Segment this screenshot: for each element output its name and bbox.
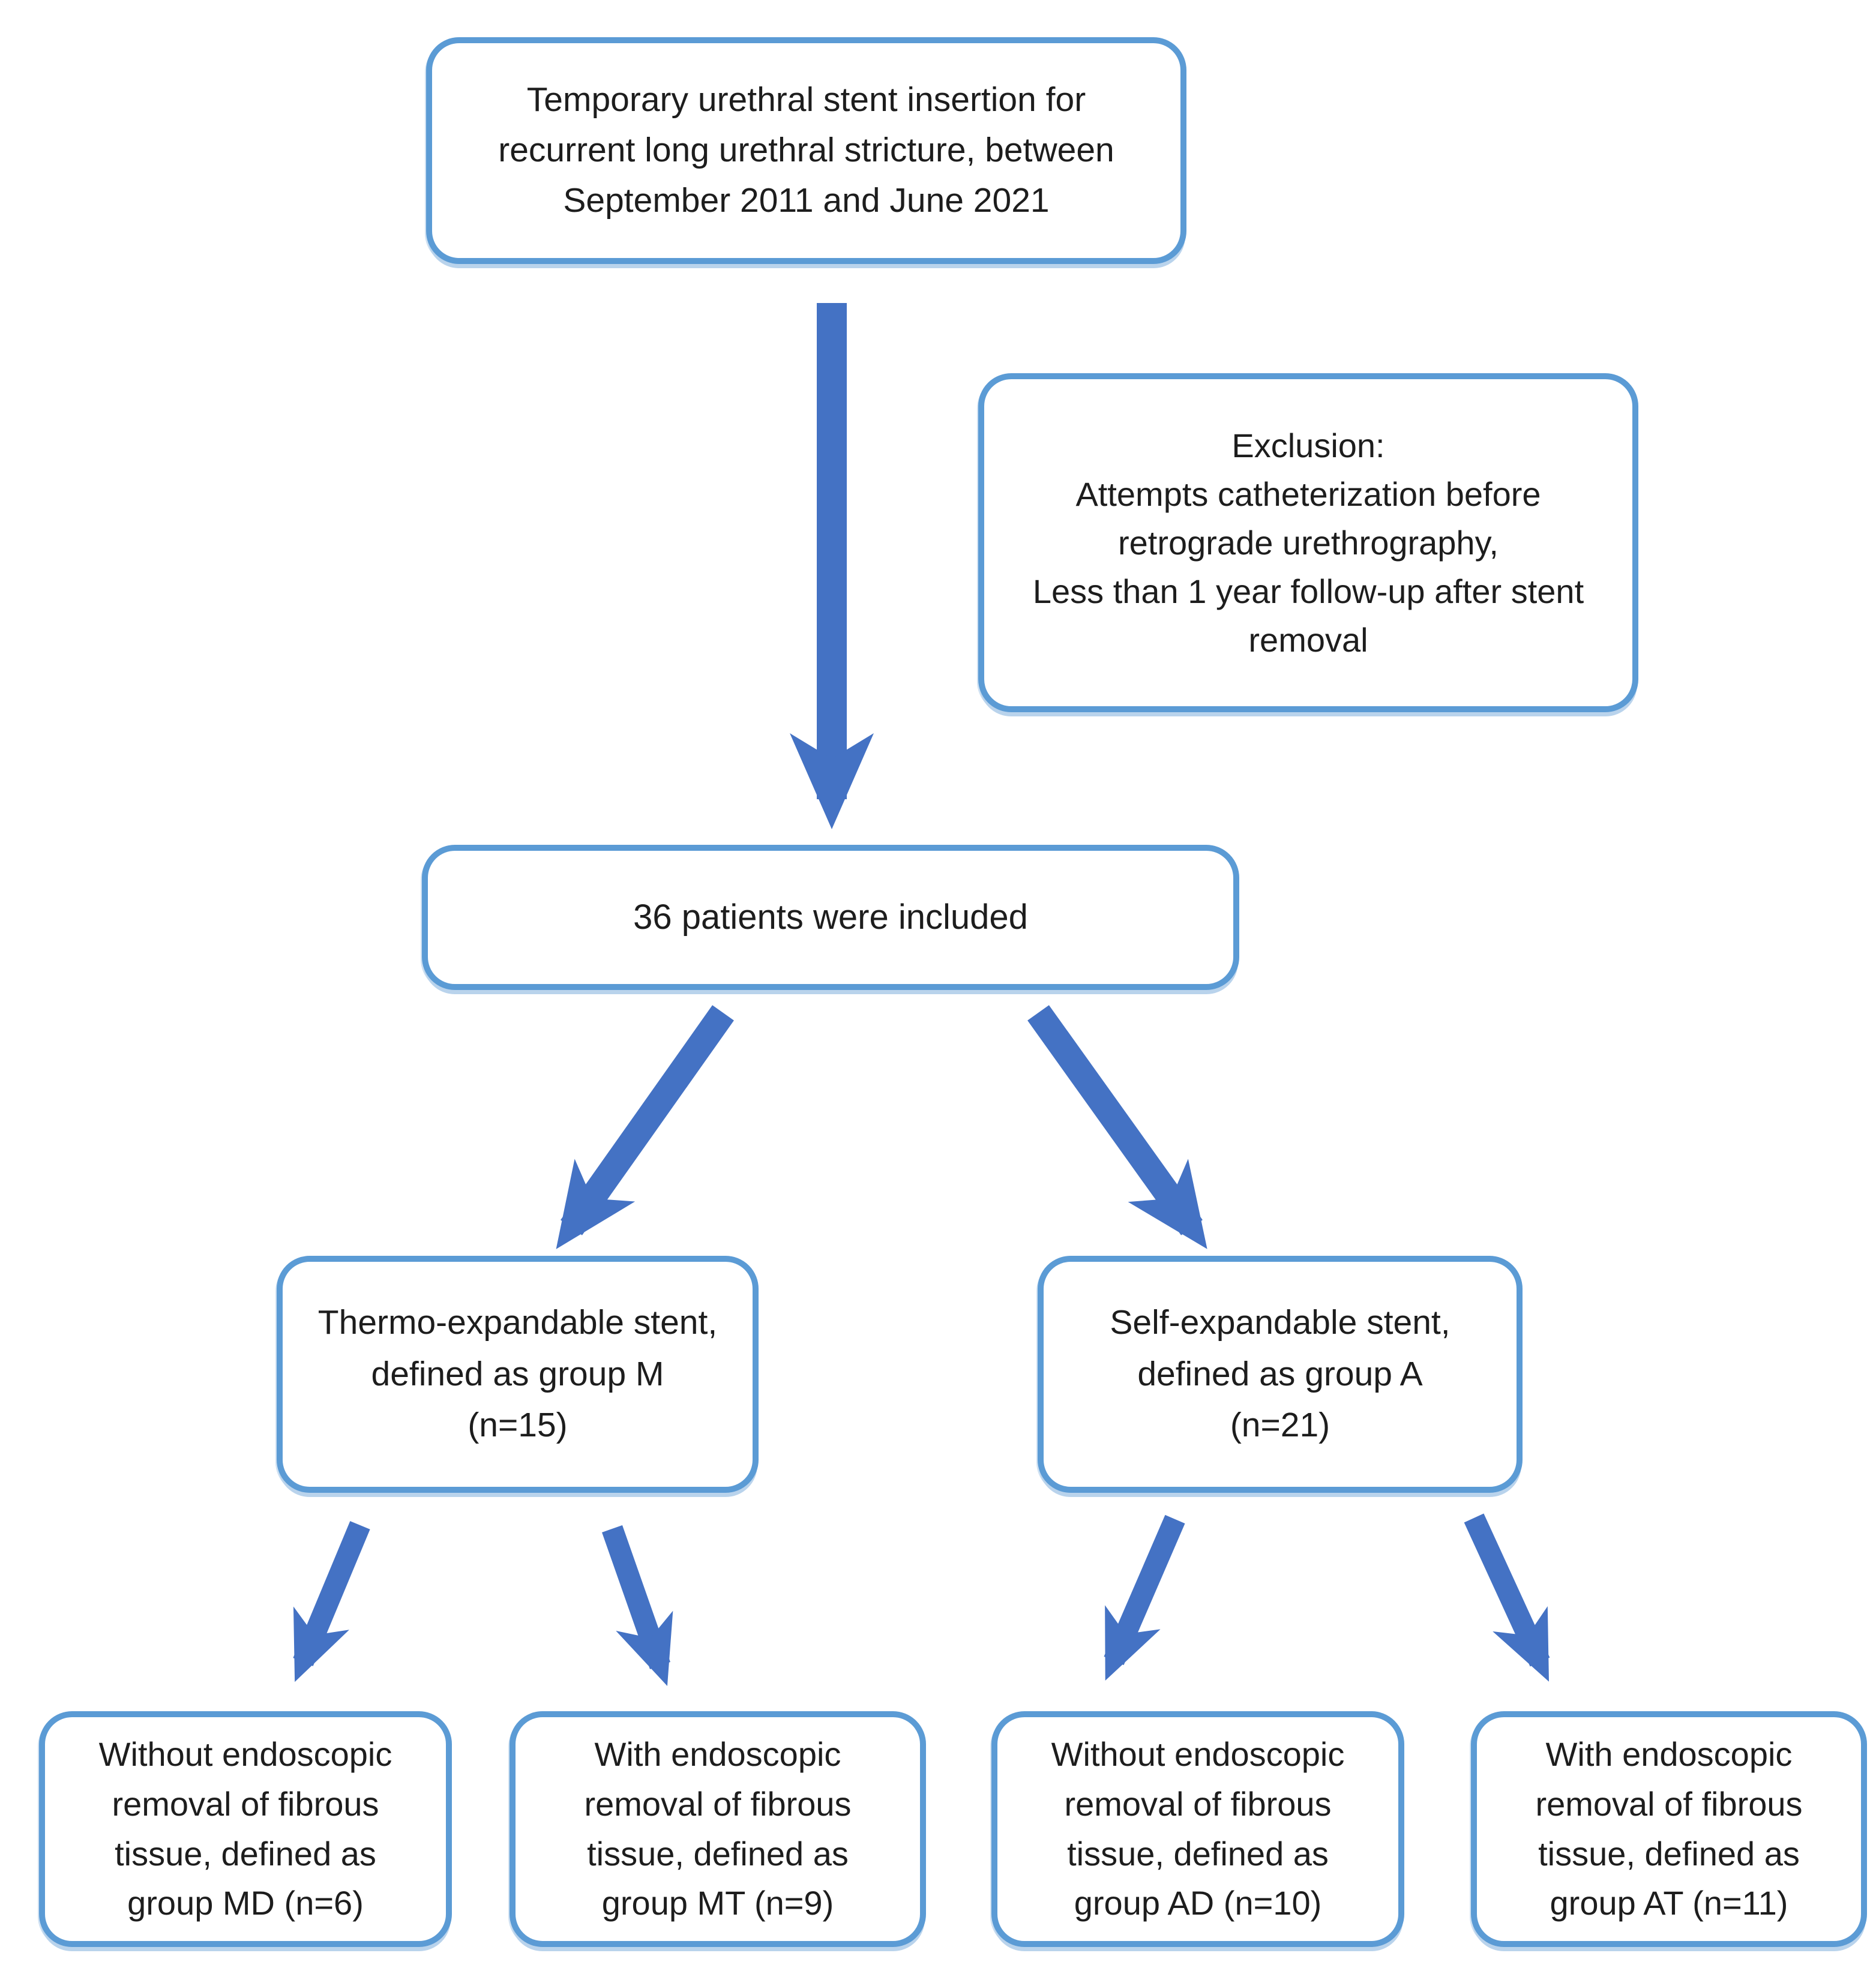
node-included: 36 patients were included: [422, 845, 1239, 990]
node-exclusion: Exclusion:Attempts catheterization befor…: [978, 373, 1638, 712]
exclusion-text: Exclusion:Attempts catheterization befor…: [1032, 426, 1584, 659]
group-a-text: Self-expandable stent,defined as group A…: [1110, 1303, 1451, 1445]
arrow-group-m-to-mt: [602, 1525, 673, 1686]
arrow-included-to-group-a: [1027, 1005, 1207, 1249]
arrow-group-m-to-md: [293, 1521, 370, 1682]
node-group-m: Thermo-expandable stent,defined as group…: [277, 1256, 759, 1493]
arrow-group-a-to-at: [1464, 1513, 1550, 1682]
arrow-group-a-to-ad: [1104, 1514, 1185, 1681]
node-group-a: Self-expandable stent,defined as group A…: [1038, 1256, 1523, 1493]
group-m-text: Thermo-expandable stent,defined as group…: [317, 1303, 718, 1445]
arrow-included-to-group-m: [556, 1005, 734, 1249]
included-text: 36 patients were included: [633, 898, 1028, 937]
